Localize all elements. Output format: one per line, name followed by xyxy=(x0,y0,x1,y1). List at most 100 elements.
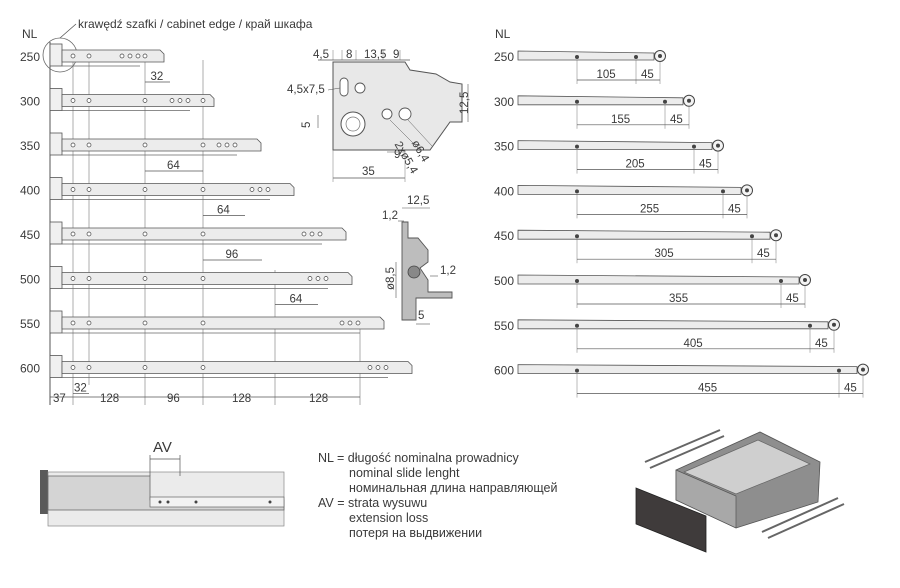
right-row-dim-a: 105 xyxy=(597,69,616,81)
left-row-hole xyxy=(142,98,148,103)
right-row-rail xyxy=(517,319,829,330)
bracket-dim-12-5: 12,5 xyxy=(459,92,471,114)
legend-nl-line1: NL = długość nominalna prowadnicy xyxy=(318,451,519,465)
bracket-detail: 4,5 8 13,5 9 4,5x7,5 12,5 5 ø6,4 2xø5,4 … xyxy=(287,49,471,182)
left-row-hole xyxy=(70,231,76,237)
right-row-hole xyxy=(634,55,638,59)
left-row-hole xyxy=(142,187,148,192)
bracket-dim-9b: 9 xyxy=(394,149,400,161)
left-row-end-hole xyxy=(119,53,125,59)
right-row-rail xyxy=(517,184,742,195)
left-row-end-hole xyxy=(265,187,271,192)
right-row-nl: 550 xyxy=(494,319,514,333)
left-row-end-hole xyxy=(224,142,230,148)
left-row-hole xyxy=(70,320,76,326)
left-row-dim: 32 xyxy=(74,383,87,395)
right-row-nl: 300 xyxy=(494,95,514,109)
left-row-end-hole xyxy=(383,365,389,370)
left-row-bracket xyxy=(49,177,63,200)
right-row-nl: 600 xyxy=(494,364,514,378)
left-slide-table: NL krawędź szafki / cabinet edge / край … xyxy=(20,17,413,405)
right-row-dim-a: 305 xyxy=(655,248,674,260)
left-row-rail xyxy=(61,183,295,196)
right-row-hole xyxy=(575,323,579,328)
left-row-dim: 96 xyxy=(226,249,239,261)
nl-header-left: NL xyxy=(22,27,38,41)
right-row-hole xyxy=(721,189,725,194)
left-row-bracket xyxy=(49,43,63,67)
bracket-hole-a xyxy=(381,108,393,120)
left-row: 300 xyxy=(20,88,215,111)
left-row-rail xyxy=(61,361,413,374)
left-row-dim: 32 xyxy=(151,71,164,83)
bracket-hole-large xyxy=(340,111,366,137)
bracket-slot xyxy=(339,77,349,97)
left-row-end-hole xyxy=(257,187,263,192)
av-front-panel xyxy=(40,470,48,514)
right-row-nl: 450 xyxy=(494,229,514,243)
legend-nl-line3: номинальная длина направляющей xyxy=(349,481,558,495)
left-row-nl: 350 xyxy=(20,139,40,153)
left-row-hole xyxy=(142,53,148,59)
left-row-hole xyxy=(86,53,92,59)
left-row-end-hole xyxy=(375,365,381,370)
right-row-nl: 400 xyxy=(494,184,514,198)
right-row-rail xyxy=(517,50,655,61)
left-row-hole xyxy=(86,276,92,281)
left-row-end-hole xyxy=(315,276,321,281)
bracket-dim-4-5: 4,5 xyxy=(313,49,329,61)
profile-section xyxy=(401,221,453,321)
right-row-nl: 250 xyxy=(494,50,514,64)
left-row-nl: 250 xyxy=(20,50,40,64)
left-row-end-hole xyxy=(177,98,183,103)
left-row-end-hole xyxy=(367,365,373,370)
bracket-dim-13-5: 13,5 xyxy=(364,49,386,61)
right-row-hole xyxy=(575,279,579,283)
right-row-dim-b: 45 xyxy=(699,159,712,171)
right-row-dim-b: 45 xyxy=(786,293,799,305)
right-row-wheel-hub xyxy=(687,98,691,103)
nl-header-right: NL xyxy=(495,27,511,41)
right-row-hole xyxy=(575,55,579,59)
right-row-dim-a: 355 xyxy=(669,293,688,305)
right-row-rail xyxy=(517,364,858,374)
left-row-bracket xyxy=(49,132,63,156)
right-row-dim-a: 205 xyxy=(626,159,645,171)
left-row-hole xyxy=(142,365,148,370)
bracket-hole-inner xyxy=(345,116,361,132)
right-row-hole xyxy=(575,144,579,149)
right-row-hole xyxy=(575,368,579,373)
right-row-hole xyxy=(808,323,812,328)
bottom-dim-96: 96 xyxy=(167,393,180,405)
right-row-dim-a: 455 xyxy=(698,383,717,395)
left-row-rail xyxy=(61,272,353,285)
av-label: AV xyxy=(153,439,172,456)
left-row-hole xyxy=(70,365,76,370)
bracket-dim-8: 8 xyxy=(346,49,352,61)
left-row-hole xyxy=(200,142,206,148)
left-row-hole xyxy=(86,365,92,370)
legend: NL = długość nominalna prowadnicy nomina… xyxy=(318,451,558,540)
left-row-end-hole xyxy=(301,231,307,237)
left-row: 550 xyxy=(20,310,385,334)
left-row-hole xyxy=(70,98,76,103)
drawer-slide-right xyxy=(761,497,845,539)
left-row-end-hole xyxy=(232,142,238,148)
left-row-nl: 500 xyxy=(20,273,40,287)
left-row-rail xyxy=(61,49,165,63)
right-row-hole xyxy=(575,189,579,194)
left-row-dim: 64 xyxy=(217,205,230,217)
drawer-box-front xyxy=(675,469,737,529)
left-row-end-hole xyxy=(135,53,141,59)
right-row-wheel-hub xyxy=(716,143,720,148)
left-row-hole xyxy=(200,231,206,237)
right-row-rail xyxy=(517,140,713,150)
